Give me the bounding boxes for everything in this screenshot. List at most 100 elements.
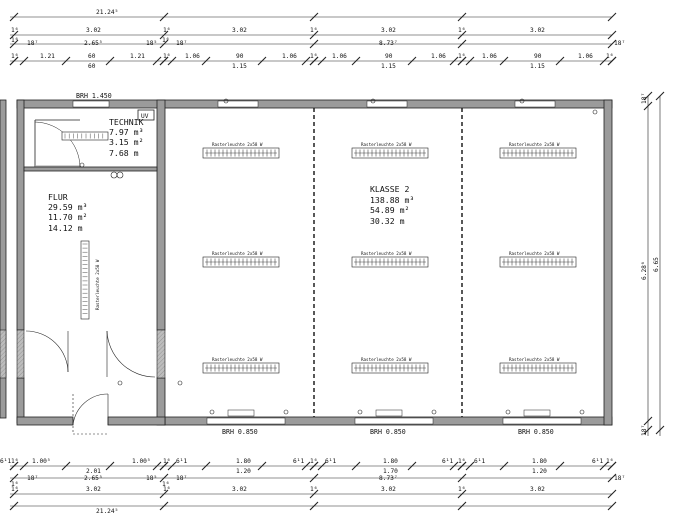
lamp-label: Rasterleuchte 2x58 W — [509, 251, 560, 256]
lamp-label: Rasterleuchte 2x58 W — [361, 142, 412, 147]
electrical-symbols — [79, 98, 598, 415]
svg-text:138.88 m³: 138.88 m³ — [370, 195, 414, 205]
windows-top — [72, 100, 556, 108]
svg-text:3.02: 3.02 — [232, 27, 247, 34]
svg-text:1.06: 1.06 — [482, 53, 497, 60]
dimension-tick — [407, 56, 417, 66]
door-jambs — [0, 329, 166, 379]
svg-text:1⁶: 1⁶ — [162, 481, 169, 488]
lamp: Rasterleuchte 2x58 W — [202, 142, 280, 159]
lamp: Rasterleuchte 2x58 W — [499, 357, 577, 374]
dimension-tick — [159, 461, 169, 471]
dimension-tick — [9, 39, 19, 49]
dimension-tick — [9, 12, 19, 22]
dimension-tick — [201, 56, 211, 66]
dimension-tick — [607, 12, 617, 22]
lamp-label: Rasterleuchte 2x58 W — [212, 357, 263, 362]
brh-bottom-label-1: BRH 0.850 — [222, 428, 258, 436]
svg-text:1.06: 1.06 — [332, 53, 347, 60]
dimension-tick — [19, 56, 29, 66]
dimension-tick — [159, 39, 169, 49]
svg-text:54.89 m²: 54.89 m² — [370, 205, 409, 215]
svg-text:8.73⁷: 8.73⁷ — [379, 475, 398, 482]
svg-text:1.21: 1.21 — [40, 53, 55, 60]
svg-text:1.20: 1.20 — [236, 468, 251, 475]
dimension-tick — [465, 461, 475, 471]
svg-text:1.70: 1.70 — [383, 468, 398, 475]
svg-text:1⁶: 1⁶ — [11, 27, 18, 34]
dimension-tick — [105, 56, 115, 66]
svg-text:18⁷: 18⁷ — [614, 40, 625, 47]
dimension-tick — [201, 461, 211, 471]
svg-text:1.15: 1.15 — [381, 63, 396, 70]
svg-text:6.28⁶: 6.28⁶ — [641, 261, 648, 280]
svg-text:3.02: 3.02 — [530, 486, 545, 493]
dimension-tick — [159, 12, 169, 22]
dimension-tick — [309, 501, 319, 511]
lamp-corridor-label: Rasterleuchte 2x58 W — [95, 259, 100, 310]
dim-right: 18⁷ 6.28⁶ 6.65 18⁷ — [641, 93, 660, 436]
svg-text:6¹1: 6¹1 — [442, 458, 453, 465]
dimension-tick — [607, 461, 617, 471]
svg-text:3.02: 3.02 — [530, 27, 545, 34]
dimension-tick — [152, 56, 162, 66]
dimension-tick — [499, 56, 509, 66]
svg-text:1⁶: 1⁶ — [310, 27, 317, 34]
dimension-tick — [607, 30, 617, 40]
svg-text:18⁷: 18⁷ — [176, 40, 187, 47]
dimension-tick — [607, 501, 617, 511]
svg-text:14.12 m: 14.12 m — [48, 223, 83, 233]
dimension-tick — [457, 30, 467, 40]
svg-text:1⁶: 1⁶ — [163, 486, 170, 493]
svg-text:90: 90 — [236, 53, 244, 60]
dimension-tick — [257, 461, 267, 471]
svg-text:3.02: 3.02 — [381, 27, 396, 34]
lamp-corridor: Rasterleuchte 2x58 W — [80, 240, 100, 320]
dimension-tick — [457, 489, 467, 499]
dimension-ticks — [9, 12, 665, 511]
svg-text:18⁷: 18⁷ — [27, 475, 38, 482]
dimension-tick — [555, 56, 565, 66]
brh-bottom-label-3: BRH 0.850 — [518, 428, 554, 436]
lamp-label: Rasterleuchte 2x58 W — [361, 251, 412, 256]
uv-label: UV — [141, 113, 149, 120]
dimension-tick — [607, 489, 617, 499]
svg-text:3.02: 3.02 — [86, 27, 101, 34]
svg-text:1⁶: 1⁶ — [310, 53, 317, 60]
svg-text:1.00⁵: 1.00⁵ — [132, 458, 151, 465]
dim-bottom-row2: 1⁶ 18⁷ 2.65⁵ 18⁵ 1⁶ 18⁷ 8.73⁷ 18⁷ — [11, 475, 625, 488]
dimension-tick — [167, 56, 177, 66]
dimension-tick — [457, 501, 467, 511]
dim-bottom-row3: 1⁶ 3.02 1⁶ 3.02 1⁶ 3.02 1⁶ 3.02 — [11, 486, 545, 493]
svg-text:1.06: 1.06 — [282, 53, 297, 60]
dimension-tick — [309, 30, 319, 40]
svg-text:7.68 m: 7.68 m — [109, 148, 139, 158]
lamp: Rasterleuchte 2x58 W — [351, 142, 429, 159]
svg-text:1⁶: 1⁶ — [458, 458, 465, 465]
dimension-tick — [465, 56, 475, 66]
svg-text:60: 60 — [88, 63, 96, 70]
svg-text:3.02: 3.02 — [86, 486, 101, 493]
lamp: Rasterleuchte 2x58 W — [499, 142, 577, 159]
dimension-tick — [457, 39, 467, 49]
svg-text:6¹1: 6¹1 — [293, 458, 304, 465]
dimension-tick — [607, 39, 617, 49]
dimension-tick — [159, 30, 169, 40]
svg-text:29.59 m³: 29.59 m³ — [48, 202, 87, 212]
svg-text:1⁶: 1⁶ — [163, 53, 170, 60]
dimension-tick — [309, 461, 319, 471]
svg-text:6¹1: 6¹1 — [592, 458, 603, 465]
dimension-tick — [457, 12, 467, 22]
dim-bottom-row1: 6¹1 1⁶ 1.00⁵ 2.01 1.00⁵ 1⁶ 6¹1 1.80 1.20… — [0, 458, 613, 475]
dimension-tick — [309, 12, 319, 22]
svg-text:1.06: 1.06 — [578, 53, 593, 60]
svg-text:2.65⁵: 2.65⁵ — [84, 40, 103, 47]
dimension-tick — [351, 56, 361, 66]
svg-text:1⁶: 1⁶ — [163, 458, 170, 465]
dimension-tick — [105, 461, 115, 471]
svg-text:3.15 m²: 3.15 m² — [109, 137, 144, 147]
svg-text:1.20: 1.20 — [532, 468, 547, 475]
windows-bottom — [206, 409, 582, 425]
brh-bottom-label-2: BRH 0.850 — [370, 428, 406, 436]
